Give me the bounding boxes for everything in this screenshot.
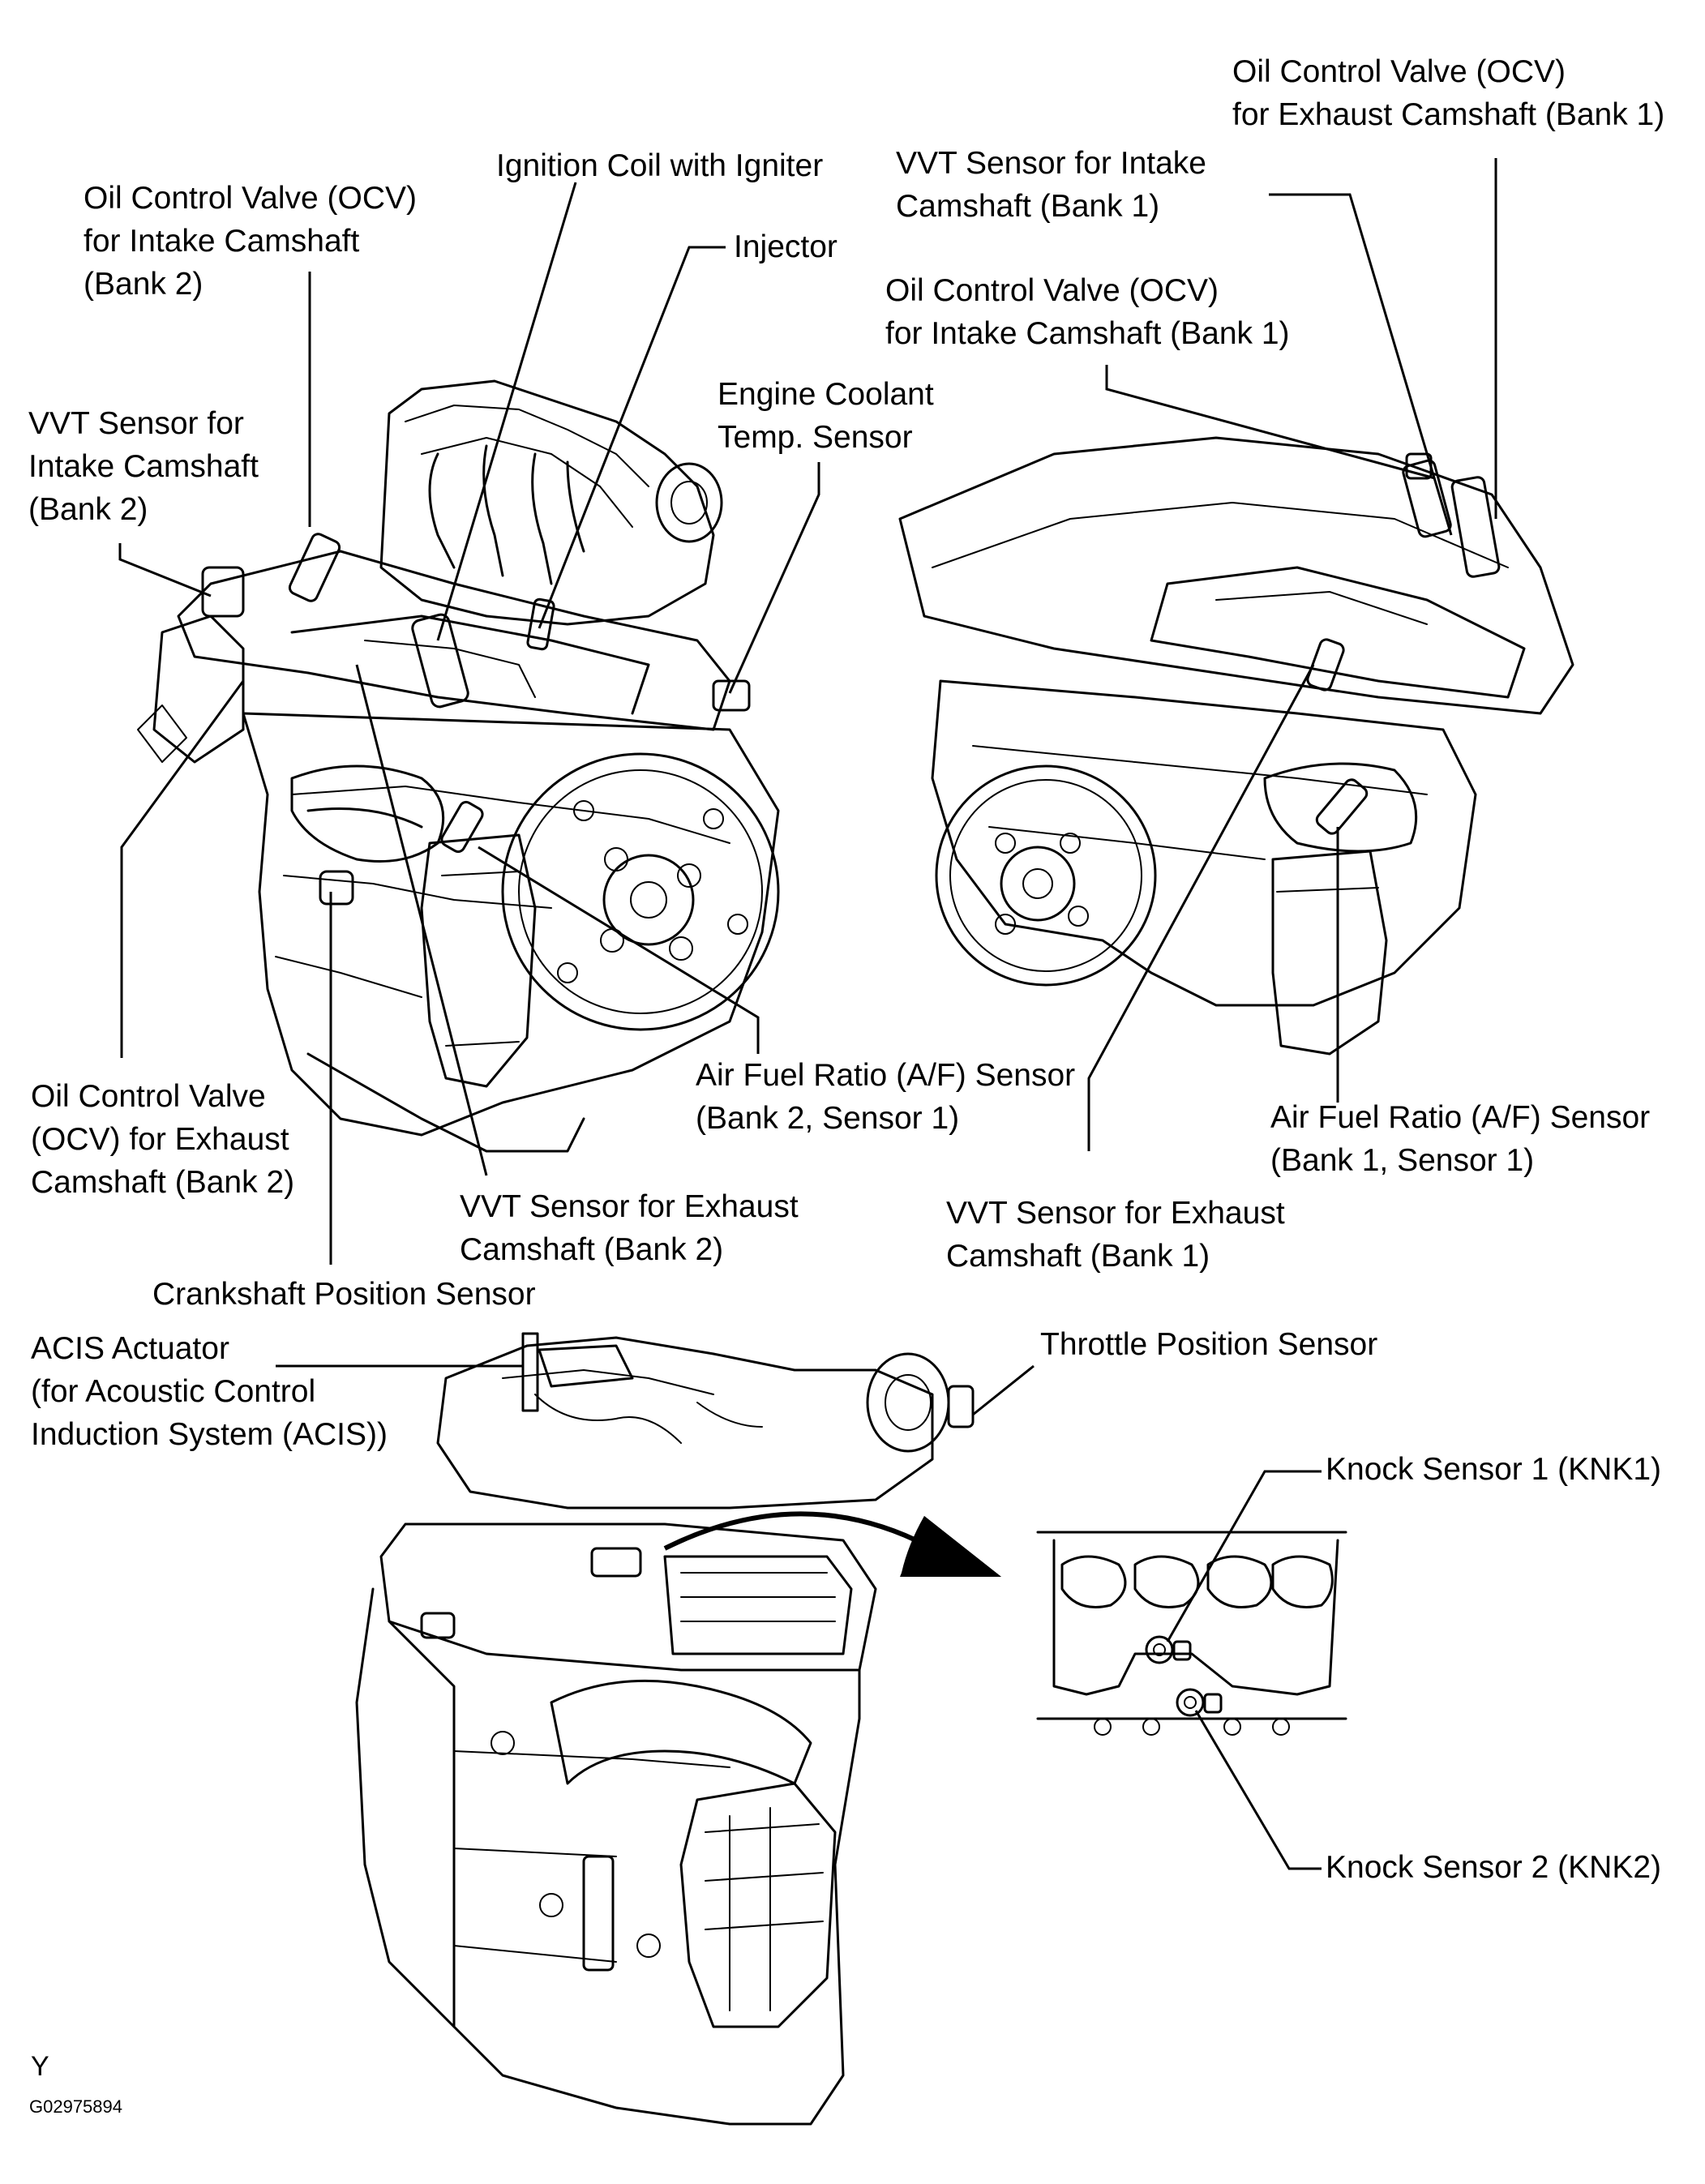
knock-sensor-detail-drawing [1036,1531,1347,1736]
footer-letter: Y [31,2051,49,2082]
label-ignition-coil: Ignition Coil with Igniter [496,148,824,183]
label-ocv-intake-bank2: Oil Control Valve (OCV)for Intake Camsha… [84,181,418,302]
label-crankshaft-position-sensor: Crankshaft Position Sensor [152,1277,536,1312]
detail-pointer-arrow [663,1511,1001,1577]
footer-figure-code: G02975894 [29,2096,122,2117]
label-af-sensor-bank2: Air Fuel Ratio (A/F) Sensor(Bank 2, Sens… [696,1058,1076,1136]
label-ocv-intake-bank1: Oil Control Valve (OCV)for Intake Camsha… [885,273,1290,351]
leader-lines [118,158,1497,1870]
left-engine-drawing [137,379,780,1153]
bottom-engine-drawing [355,1332,975,2126]
label-ocv-exhaust-bank1: Oil Control Valve (OCV)for Exhaust Camsh… [1232,54,1665,132]
right-engine-drawing [898,436,1574,1056]
label-injector: Injector [734,229,838,264]
label-knock-sensor-2: Knock Sensor 2 (KNK2) [1326,1850,1662,1885]
label-af-sensor-bank1: Air Fuel Ratio (A/F) Sensor(Bank 1, Sens… [1270,1100,1651,1178]
label-knock-sensor-1: Knock Sensor 1 (KNK1) [1326,1452,1662,1487]
label-throttle-position-sensor: Throttle Position Sensor [1040,1327,1378,1362]
